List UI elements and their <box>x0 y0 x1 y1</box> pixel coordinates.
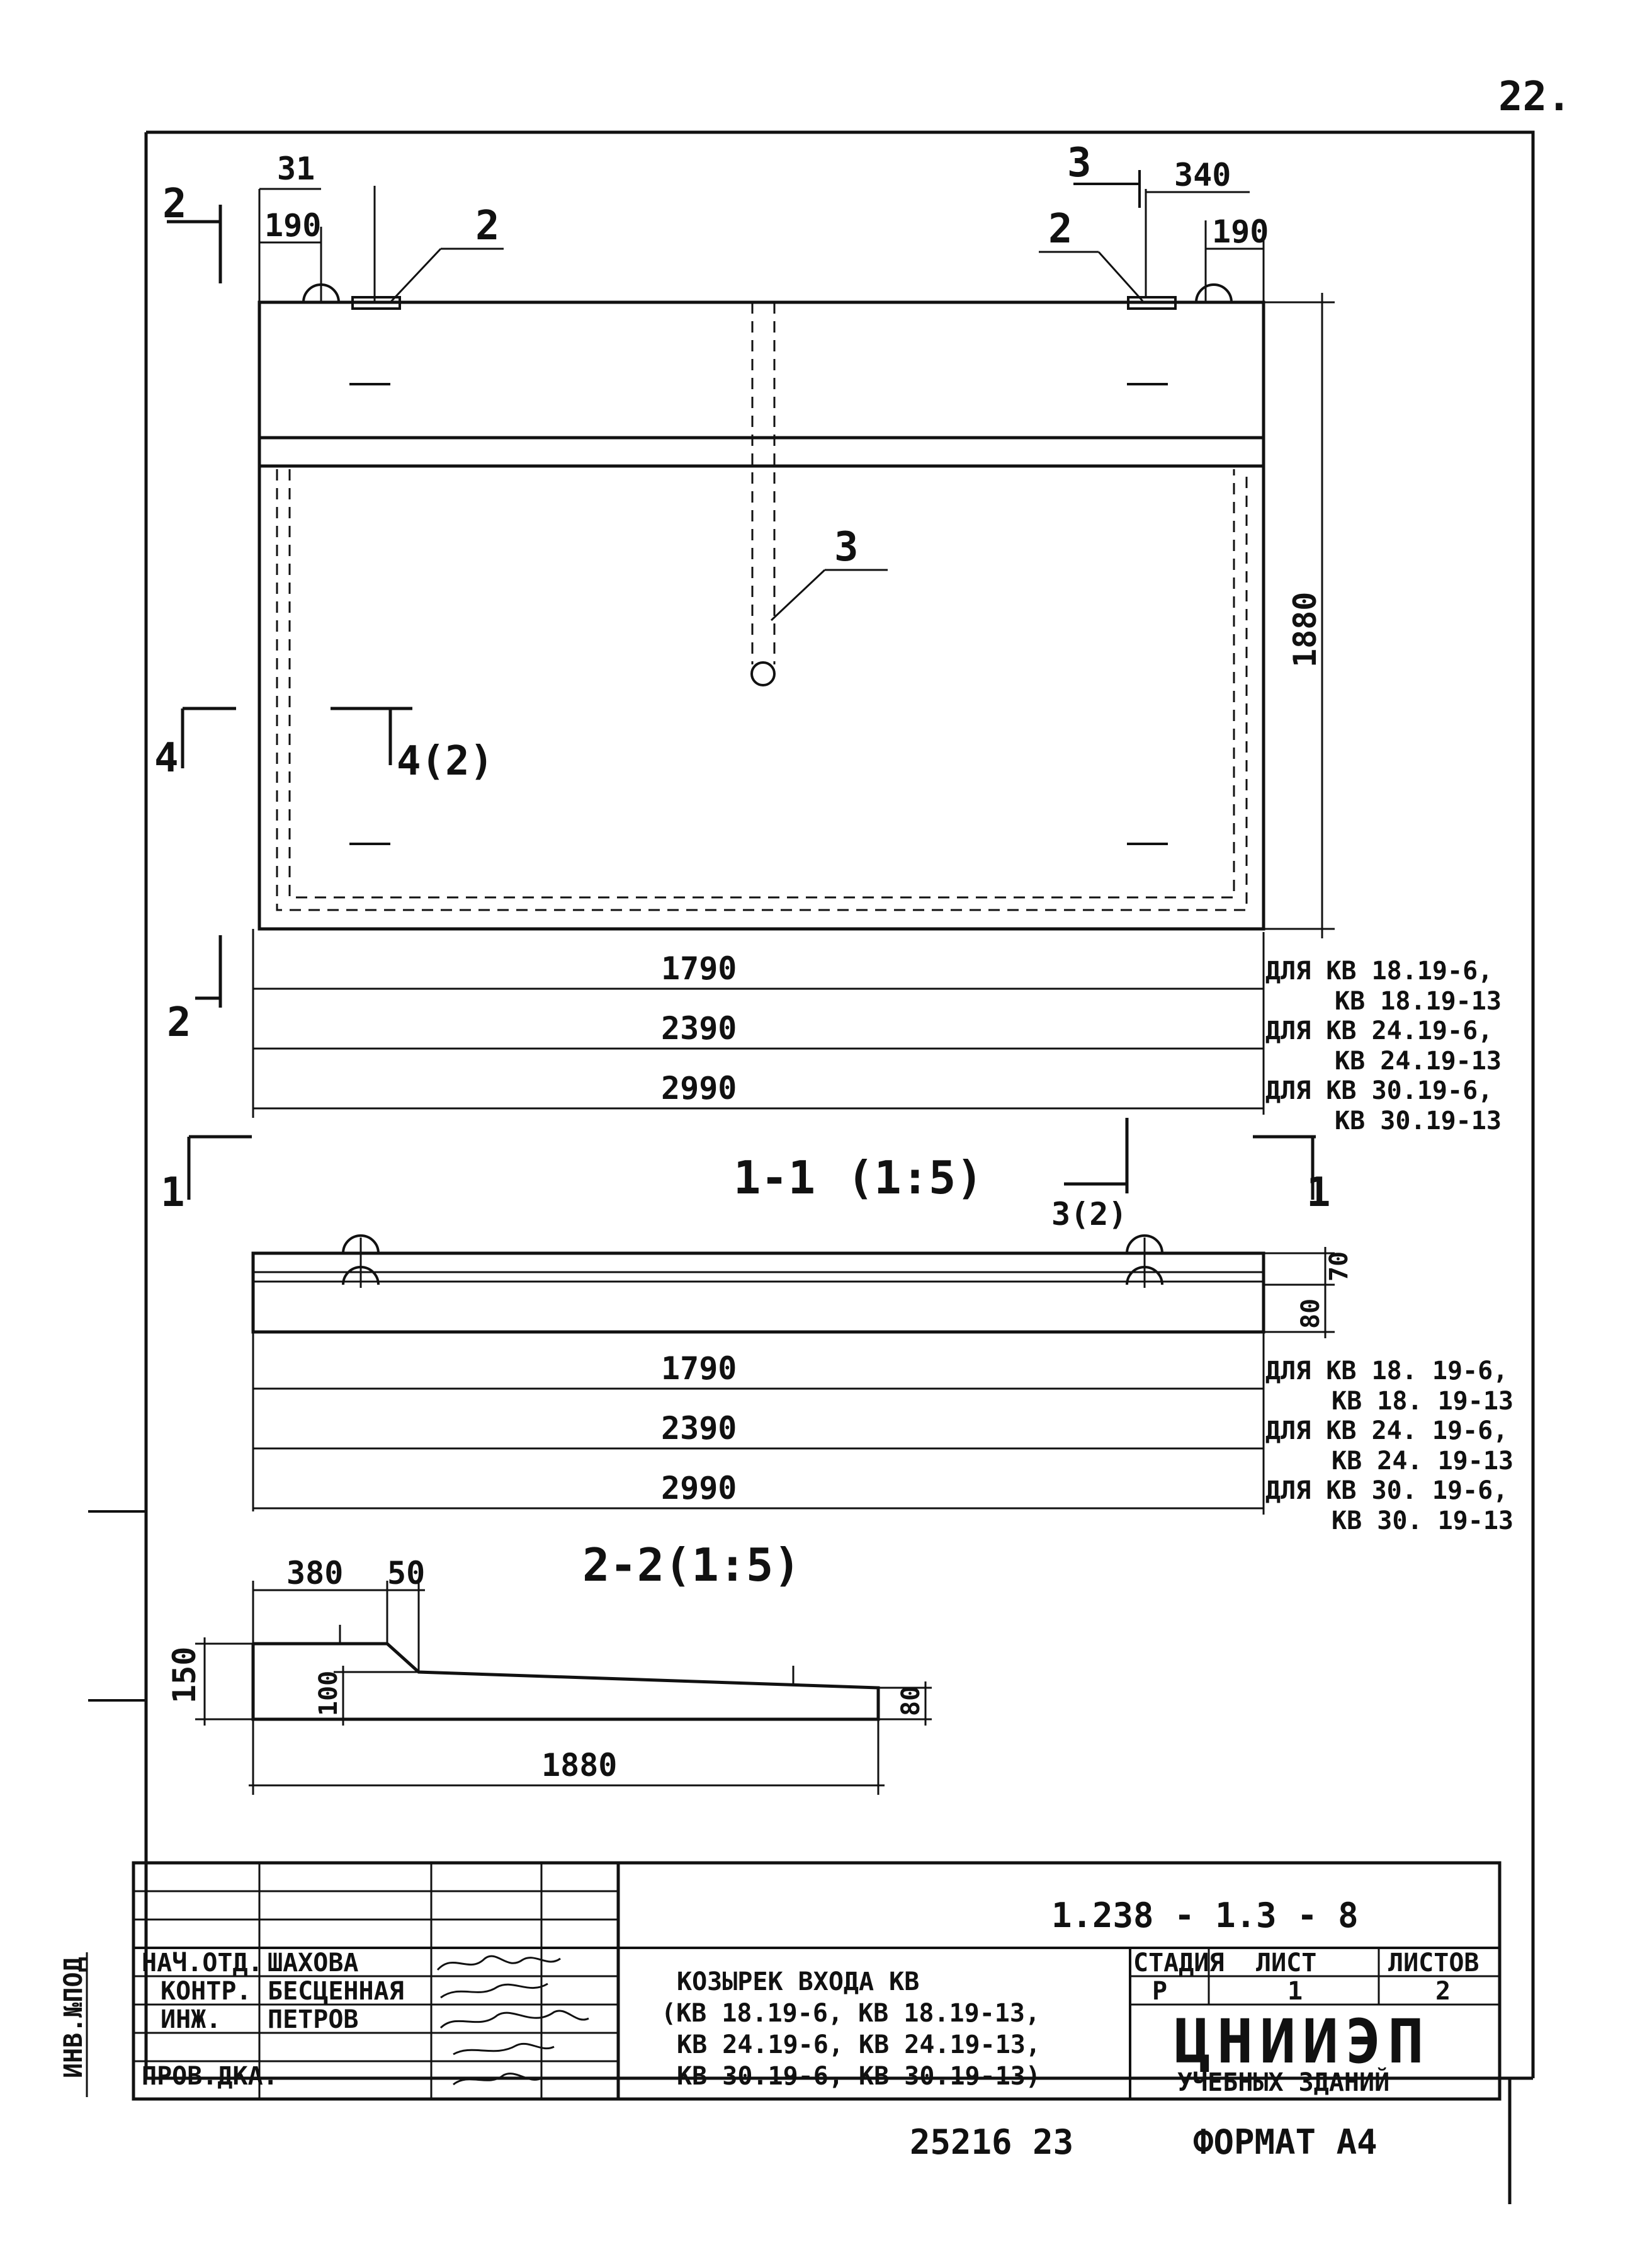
callout-2-left: 2 <box>475 203 500 249</box>
section-3-top: 3 <box>1067 140 1092 186</box>
dim-150: 150 <box>166 1647 203 1704</box>
sheet-value: 1 <box>1287 1977 1303 2006</box>
section-4-2: 4(2) <box>397 738 494 785</box>
callout-2-right: 2 <box>1048 206 1073 253</box>
name-3: ПЕТРОВ <box>268 2005 359 2034</box>
s11-length-1: 1790 <box>661 1350 737 1387</box>
dim-70: 70 <box>1325 1251 1354 1282</box>
signatures <box>436 1955 589 2086</box>
plan-note-3b: КВ 30.19-13 <box>1335 1106 1502 1135</box>
section-1-left: 1 <box>161 1169 185 1216</box>
dim-1880-plan: 1880 <box>1287 592 1323 668</box>
section-2-2: 2-2 (1:5) 380 50 150 100 80 1880 <box>166 1539 932 1795</box>
section-1-right: 1 <box>1306 1169 1331 1216</box>
role-5: ПРОВ.ДКА. <box>142 2062 278 2091</box>
dim-100: 100 <box>314 1671 343 1716</box>
s11-note-1b: КВ 18. 19-13 <box>1332 1387 1513 1416</box>
plan-view: 31 190 340 190 2 2 3 3 2 2 <box>154 140 1502 1216</box>
section-2-bottom: 2 <box>167 999 191 1046</box>
section-2-2-title: 2-2 <box>582 1539 664 1591</box>
org-name: ЦНИИЭП <box>1174 2006 1430 2077</box>
section-1-1-scale: (1:5) <box>847 1151 983 1204</box>
plan-note-1a: ДЛЯ КВ 18.19-6, <box>1265 957 1493 986</box>
s11-note-3b: КВ 30. 19-13 <box>1332 1506 1513 1535</box>
footer-stamp: 25216 23 <box>910 2122 1073 2162</box>
section-4: 4 <box>154 735 179 782</box>
doc-title-3: КВ 24.19-6, КВ 24.19-13, <box>677 2030 1041 2059</box>
sheet-frame <box>88 130 1535 2204</box>
doc-title-2: (КВ 18.19-6, КВ 18.19-13, <box>661 1999 1040 2028</box>
role-3: ИНЖ. <box>161 2005 221 2034</box>
doc-code: 1.238 - 1.3 - 8 <box>1051 1896 1359 1935</box>
sheets-value: 2 <box>1435 1977 1451 2006</box>
plan-length-1: 1790 <box>661 950 737 987</box>
footer-format: ФОРМАТ А4 <box>1193 2122 1378 2162</box>
s11-length-3: 2990 <box>661 1470 737 1506</box>
role-2: КОНТР. <box>161 1977 252 2006</box>
dim-80-s22: 80 <box>897 1686 925 1716</box>
sheet-header: ЛИСТ <box>1256 1948 1316 1977</box>
stage-header: СТАДИЯ <box>1133 1948 1225 1977</box>
doc-title-4: КВ 30.19-6, КВ 30.19-13) <box>677 2062 1041 2091</box>
title-block: 1.238 - 1.3 - 8 НАЧ.ОТД. КОНТР. ИНЖ. ПРО… <box>132 1861 1502 2101</box>
plan-note-3a: ДЛЯ КВ 30.19-6, <box>1265 1076 1493 1105</box>
s11-length-2: 2390 <box>661 1410 737 1447</box>
s11-note-2a: ДЛЯ КВ 24. 19-6, <box>1265 1416 1508 1445</box>
section-2-2-scale: (1:5) <box>664 1539 801 1591</box>
dim-380: 380 <box>286 1555 343 1591</box>
plan-note-2a: ДЛЯ КВ 24.19-6, <box>1265 1016 1493 1045</box>
s11-note-1a: ДЛЯ КВ 18. 19-6, <box>1265 1357 1508 1385</box>
s11-note-3a: ДЛЯ КВ 30. 19-6, <box>1265 1476 1508 1505</box>
dim-190-left: 190 <box>264 207 321 244</box>
doc-title-1: КОЗЫРЕК ВХОДА КВ <box>677 1967 919 1996</box>
dim-340: 340 <box>1174 157 1231 193</box>
org-sub: УЧЕБНЫХ ЗДАНИЙ <box>1177 2067 1389 2097</box>
plan-note-1b: КВ 18.19-13 <box>1335 987 1502 1016</box>
name-1: ШАХОВА <box>268 1948 359 1977</box>
dim-50: 50 <box>387 1555 425 1591</box>
name-2: БЕСЦЕННАЯ <box>268 1977 404 2006</box>
sheets-header: ЛИСТОВ <box>1388 1948 1479 1977</box>
section-1-1-title: 1-1 <box>733 1151 815 1204</box>
section-1-1: 1-1 (1:5) 3(2) 70 80 1790 2390 2990 ДЛЯ … <box>251 1118 1513 1535</box>
plan-note-2b: КВ 24.19-13 <box>1335 1047 1502 1076</box>
plan-length-3: 2990 <box>661 1070 737 1106</box>
dim-190-right: 190 <box>1212 213 1269 250</box>
dim-80-s11: 80 <box>1296 1299 1325 1329</box>
callout-3: 3 <box>834 524 859 571</box>
stage-value: Р <box>1152 1977 1167 2006</box>
section-3-2-mark: 3(2) <box>1051 1196 1127 1232</box>
inventory-label: ИНВ.№ПОД <box>59 1957 88 2078</box>
plan-length-2: 2390 <box>661 1010 737 1047</box>
section-2-top: 2 <box>162 181 187 227</box>
role-1: НАЧ.ОТД. <box>142 1948 263 1977</box>
s11-note-2b: КВ 24. 19-13 <box>1332 1447 1513 1476</box>
page-number: 22. <box>1498 74 1571 120</box>
dim-31: 31 <box>277 151 315 187</box>
dim-1880-s22: 1880 <box>541 1747 617 1783</box>
